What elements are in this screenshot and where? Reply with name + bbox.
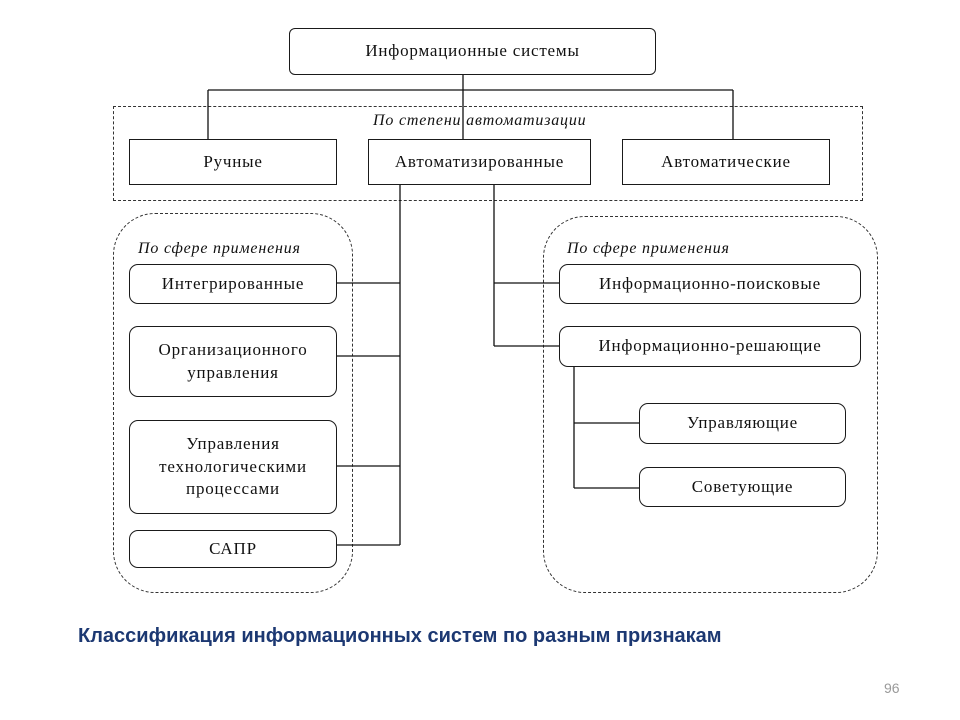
application-right-group-label: По сфере применения — [567, 240, 730, 257]
node-automatic: Автоматические — [622, 139, 830, 185]
automation-group-frame — [113, 106, 863, 201]
node-integrated: Интегрированные — [129, 264, 337, 304]
node-org-management: Организационного управления — [129, 326, 337, 397]
application-left-group-frame — [113, 213, 353, 593]
node-cad: САПР — [129, 530, 337, 568]
application-right-group-frame — [543, 216, 878, 593]
node-advising: Советующие — [639, 467, 846, 507]
slide-caption: Классификация информационных систем по р… — [78, 625, 722, 647]
application-left-group-label: По сфере применения — [138, 240, 301, 257]
node-info-decision: Информационно-решающие — [559, 326, 861, 367]
node-automated: Автоматизированные — [368, 139, 591, 185]
node-process-control: Управления технологическими процессами — [129, 420, 337, 514]
node-controlling: Управляющие — [639, 403, 846, 444]
page-number: 96 — [884, 680, 900, 696]
automation-group-label: По степени автоматизации — [373, 112, 587, 129]
node-info-retrieval: Информационно-поисковые — [559, 264, 861, 304]
node-manual: Ручные — [129, 139, 337, 185]
root-node-information-systems: Информационные системы — [289, 28, 656, 75]
